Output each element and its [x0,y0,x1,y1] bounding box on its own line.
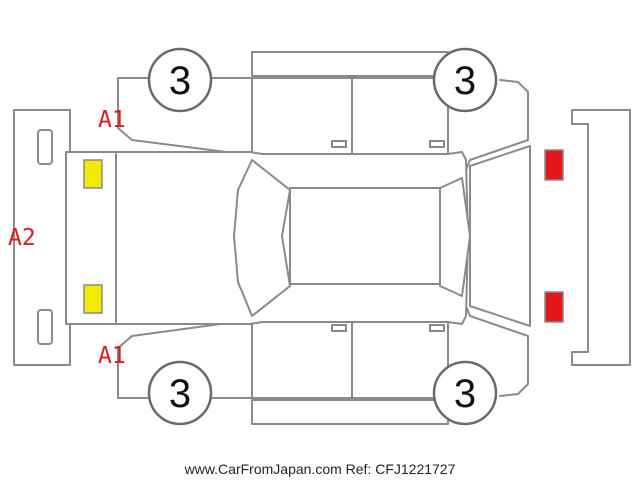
lower-roof-rail [251,399,449,425]
hood [469,145,531,327]
rear-window [233,159,291,317]
lower-rear-door [251,321,353,399]
tire-grade-text: 3 [454,59,476,103]
front-bumper [571,109,631,366]
rear-bumper [13,109,71,366]
lower-rear-door-handle [331,324,347,332]
tire-grade-text: 3 [454,372,476,416]
damage-code-rear-bumper: A2 [8,225,36,251]
rear-lamp-top [83,159,103,189]
upper-roof-rail [251,51,449,77]
upper-front-door-handle [429,140,445,148]
rear-lamp-bottom [83,284,103,314]
lower-front-door-handle [429,324,445,332]
tire-grade-text: 3 [169,59,191,103]
upper-rear-door-handle [331,140,347,148]
roof [289,187,441,285]
damage-code-left-rear-side: A1 [98,343,126,369]
rear-bumper-reflector-bottom [37,309,53,345]
damage-code-left-front-side: A1 [98,107,126,133]
rear-bumper-reflector-top [37,129,53,165]
tire-top-left: 3 [147,47,213,113]
lower-front-door [351,321,449,399]
tire-grade-text: 3 [169,372,191,416]
tire-bottom-left: 3 [147,360,213,426]
front-lamp-top [544,149,564,181]
windshield [439,177,471,297]
front-lamp-bottom [544,291,564,323]
tire-bottom-right: 3 [432,360,498,426]
tire-top-right: 3 [432,47,498,113]
watermark-reference: www.CarFromJapan.com Ref: CFJ1221727 [184,461,456,477]
